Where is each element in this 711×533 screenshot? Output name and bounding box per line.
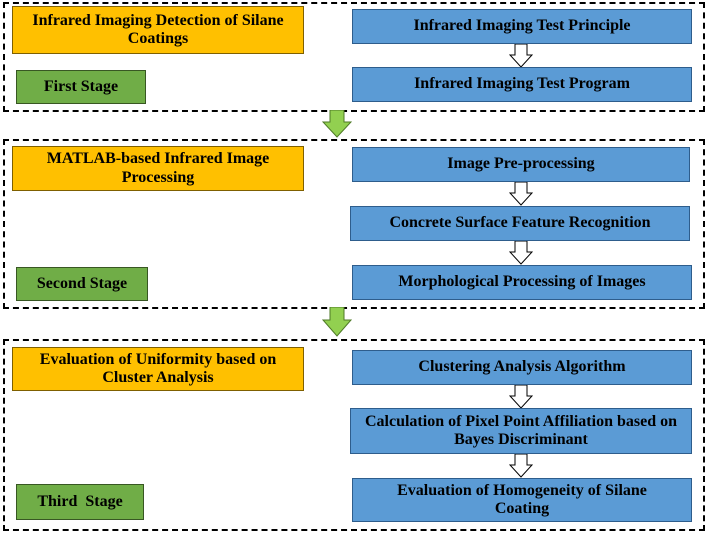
stage-2-step-2-text: Concrete Surface Feature Recognition (389, 214, 651, 232)
stage-1-title-text: Infrared Imaging Detection of Silane Coa… (32, 11, 284, 47)
stage-3-frame (3, 339, 705, 531)
stage-1-step-2: Infrared Imaging Test Program (352, 67, 692, 102)
flow-arrow-icon (509, 385, 533, 409)
stage-1-step-1: Infrared Imaging Test Principle (352, 9, 692, 44)
stage-2-step-1-text: Image Pre-processing (447, 155, 595, 173)
stage-1-step-1-text: Infrared Imaging Test Principle (413, 17, 631, 35)
stage-2-title-text: MATLAB-based Infrared Image Processing (46, 150, 270, 186)
stage-2-title: MATLAB-based Infrared Image Processing (12, 146, 304, 191)
flow-arrow-icon (509, 44, 533, 68)
stage-1-title: Infrared Imaging Detection of Silane Coa… (12, 6, 304, 54)
stage-3-step-1-text: Clustering Analysis Algorithm (418, 358, 626, 376)
stage-2-step-3: Morphological Processing of Images (352, 265, 692, 300)
stage-3-step-2: Calculation of Pixel Point Affiliation b… (350, 408, 692, 454)
flow-arrow-icon (509, 241, 533, 265)
stage-2-label: Second Stage (16, 267, 148, 301)
stage-3-label: Third Stage (16, 484, 144, 520)
stage-3-step-2-text: Calculation of Pixel Point Affiliation b… (364, 412, 677, 448)
stage-3-title-text: Evaluation of Uniformity based on Cluste… (39, 350, 277, 386)
stage-2-frame (3, 139, 705, 309)
stage-2-step-3-text: Morphological Processing of Images (398, 273, 646, 291)
stage-transition-arrow-icon (322, 110, 352, 138)
stage-3-step-3: Evaluation of Homogeneity of Silane Coat… (352, 478, 692, 522)
flow-arrow-icon (509, 454, 533, 478)
stage-2-step-2: Concrete Surface Feature Recognition (350, 206, 690, 241)
flow-arrow-icon (509, 182, 533, 206)
stage-1-label-text: First Stage (43, 77, 119, 95)
stage-transition-arrow-icon (322, 307, 352, 337)
stage-1-step-2-text: Infrared Imaging Test Program (414, 75, 630, 93)
stage-1-label: First Stage (16, 70, 146, 104)
stage-2-label-text: Second Stage (36, 274, 128, 292)
stage-1-frame (3, 2, 705, 112)
stage-3-label-text: Third Stage (37, 492, 123, 510)
stage-3-title: Evaluation of Uniformity based on Cluste… (12, 347, 304, 391)
stage-2-step-1: Image Pre-processing (352, 147, 690, 182)
stage-3-step-1: Clustering Analysis Algorithm (352, 350, 692, 385)
stage-3-step-3-text: Evaluation of Homogeneity of Silane Coat… (397, 481, 647, 517)
